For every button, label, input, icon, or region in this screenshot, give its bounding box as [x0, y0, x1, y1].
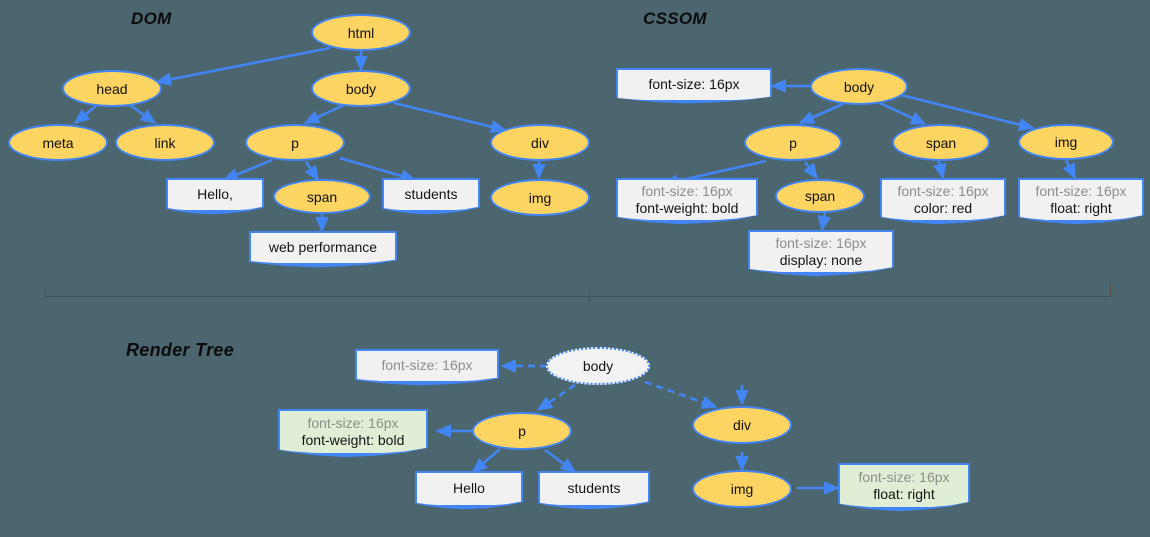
cssom-node-p[interactable]: p [744, 124, 842, 161]
dom-node-html[interactable]: html [311, 14, 411, 51]
render-node-body-label: body [582, 358, 614, 374]
rule-line-own: float: right [873, 486, 935, 502]
rule-line-own: float: right [1050, 200, 1112, 216]
cssom-node-span-label: span [925, 134, 957, 151]
render-node-p-label: p [518, 423, 526, 439]
divider-tick-right [1110, 285, 1111, 297]
dom-node-img-label: img [528, 189, 552, 206]
rule-line-own: display: none [779, 252, 863, 268]
cssom-node-p-label: p [789, 134, 797, 151]
rule-line-own: font-weight: bold [301, 432, 405, 448]
cssom-rulebox-span[interactable]: font-size: 16px color: red [880, 178, 1006, 222]
rule-line-inherited: font-size: 16px [641, 182, 733, 199]
render-node-body[interactable]: body [546, 347, 650, 385]
dom-node-head-label: head [96, 80, 128, 97]
section-title-dom: DOM [131, 9, 172, 28]
cssom-node-span-nested-label: span [804, 188, 836, 204]
dom-node-meta[interactable]: meta [8, 124, 108, 161]
dom-node-span-label: span [306, 188, 338, 205]
dom-node-head[interactable]: head [62, 70, 162, 107]
dom-node-body[interactable]: body [311, 70, 411, 107]
cssom-rulebox-body[interactable]: font-size: 16px [616, 68, 772, 102]
dom-textbox-students[interactable]: students [382, 178, 480, 212]
dom-textbox-web-performance-label: web performance [268, 239, 378, 256]
dom-node-link[interactable]: link [115, 124, 215, 161]
cssom-rulebox-p[interactable]: font-size: 16px font-weight: bold [616, 178, 758, 222]
render-node-img[interactable]: img [692, 470, 792, 508]
render-node-div[interactable]: div [692, 406, 792, 444]
dom-node-body-label: body [345, 80, 377, 97]
render-rulebox-body[interactable]: font-size: 16px [355, 349, 499, 383]
dom-node-meta-label: meta [42, 134, 74, 151]
render-rulebox-p[interactable]: font-size: 16px font-weight: bold [278, 409, 428, 455]
cssom-node-span-nested[interactable]: span [775, 179, 865, 213]
render-node-p[interactable]: p [472, 412, 572, 450]
render-textbox-students-label: students [567, 480, 621, 497]
rule-line-own: font-weight: bold [635, 200, 739, 216]
render-textbox-students[interactable]: students [538, 471, 650, 507]
dom-node-span[interactable]: span [273, 179, 371, 214]
rule-line-inherited: font-size: 16px [307, 414, 399, 431]
divider-tick-center [589, 290, 590, 303]
section-divider [45, 296, 1110, 297]
dom-node-p-label: p [291, 134, 299, 151]
section-title-cssom: CSSOM [643, 9, 707, 28]
dom-textbox-hello-label: Hello, [197, 186, 233, 203]
dom-textbox-students-label: students [404, 186, 458, 203]
divider-tick-left [45, 286, 46, 297]
cssom-rulebox-img[interactable]: font-size: 16px float: right [1018, 178, 1144, 222]
dom-node-link-label: link [154, 134, 176, 151]
dom-textbox-web-performance[interactable]: web performance [249, 231, 397, 265]
dom-node-div[interactable]: div [490, 124, 590, 161]
dom-node-p[interactable]: p [245, 124, 345, 161]
dom-node-div-label: div [531, 134, 549, 151]
dom-textbox-hello[interactable]: Hello, [166, 178, 264, 212]
section-title-render-tree: Render Tree [126, 340, 235, 360]
cssom-node-img[interactable]: img [1018, 124, 1114, 160]
render-rulebox-img[interactable]: font-size: 16px float: right [838, 463, 970, 509]
cssom-node-span[interactable]: span [892, 124, 990, 161]
rule-line-inherited: font-size: 16px [381, 357, 473, 374]
rule-line: font-size: 16px [648, 76, 740, 93]
dom-node-html-label: html [347, 24, 375, 41]
render-textbox-hello[interactable]: Hello [415, 471, 523, 507]
render-textbox-hello-label: Hello [453, 480, 485, 497]
rule-line-own: color: red [913, 200, 973, 216]
rule-line-inherited: font-size: 16px [1035, 182, 1127, 199]
rule-line-inherited: font-size: 16px [858, 468, 950, 485]
cssom-node-body-label: body [843, 78, 875, 95]
render-node-div-label: div [733, 417, 751, 433]
cssom-rulebox-span-nested[interactable]: font-size: 16px display: none [748, 230, 894, 274]
cssom-node-body[interactable]: body [810, 68, 908, 105]
rule-line-inherited: font-size: 16px [775, 234, 867, 251]
cssom-node-img-label: img [1054, 134, 1078, 150]
dom-node-img[interactable]: img [490, 179, 590, 216]
render-node-img-label: img [730, 481, 754, 497]
rule-line-inherited: font-size: 16px [897, 182, 989, 199]
